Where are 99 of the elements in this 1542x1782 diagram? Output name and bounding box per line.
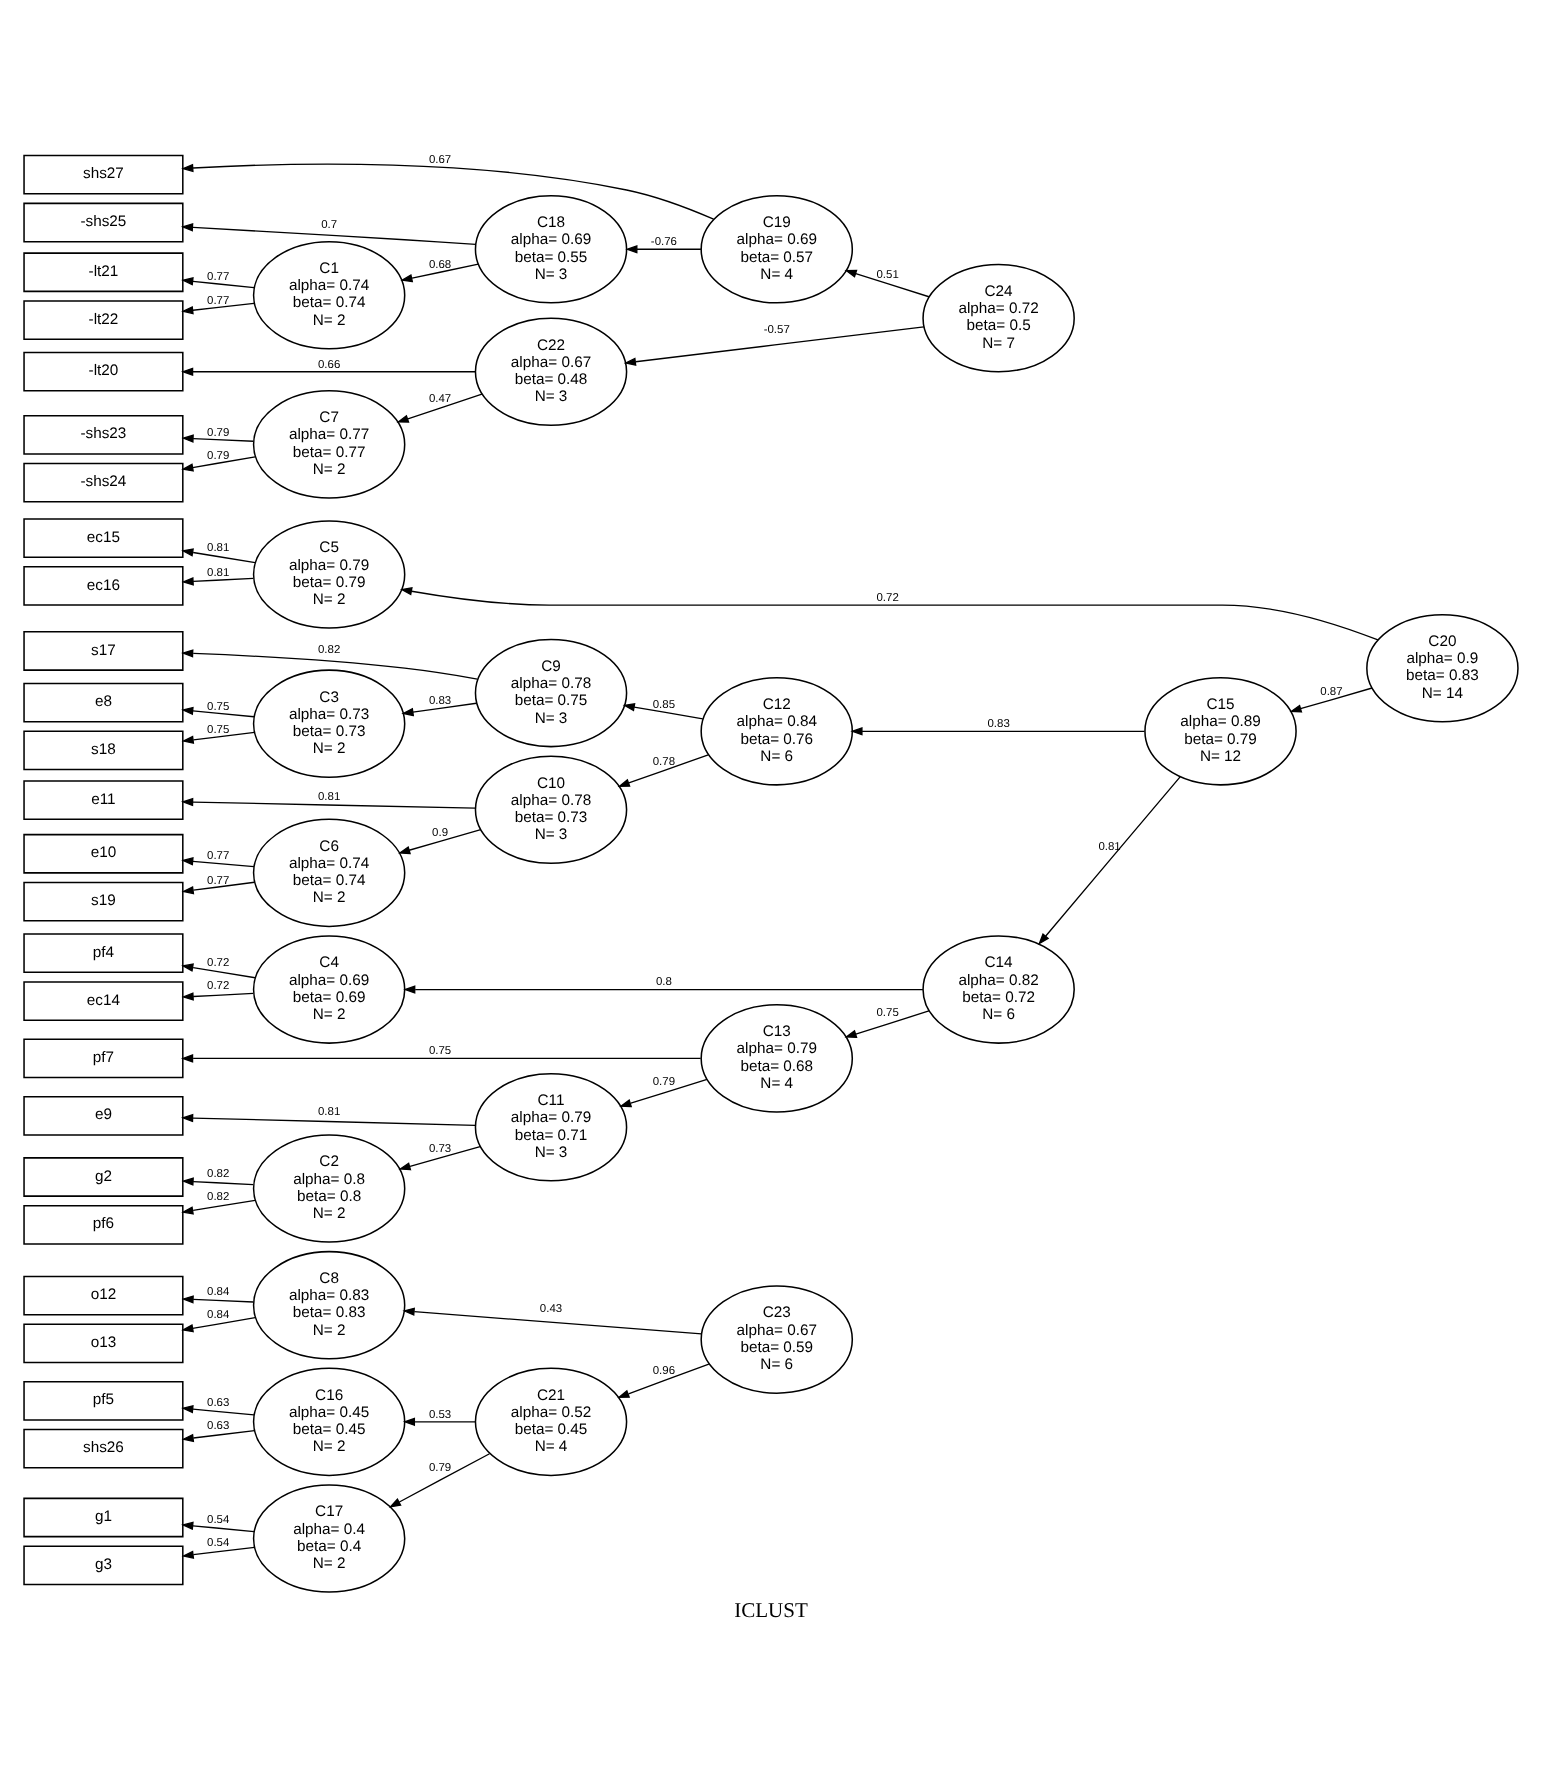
node-box: e9 xyxy=(23,1094,184,1135)
node-ellipse: C5 alpha= 0.79 beta= 0.79 N= 2 xyxy=(252,519,406,628)
arrow xyxy=(181,1198,256,1214)
arrow xyxy=(181,1176,254,1185)
arrow xyxy=(181,301,255,314)
node-box: g3 xyxy=(23,1544,184,1585)
node-ellipse: C11 alpha= 0.79 beta= 0.71 N= 3 xyxy=(474,1071,628,1181)
node-ellipse: C23 alpha= 0.67 beta= 0.59 N= 6 xyxy=(700,1284,854,1393)
node-box: -lt20 xyxy=(23,350,184,391)
node-box: -lt21 xyxy=(23,251,184,292)
node-ellipse: C7 alpha= 0.77 beta= 0.77 N= 2 xyxy=(252,389,406,498)
node-box: pf7 xyxy=(23,1037,184,1078)
node-box: g2 xyxy=(23,1156,184,1196)
node-ellipse: C12 alpha= 0.84 beta= 0.76 N= 6 xyxy=(700,676,854,785)
arrow xyxy=(398,827,482,854)
arrow xyxy=(402,1416,476,1426)
node-box: pf6 xyxy=(23,1203,184,1244)
node-box: o12 xyxy=(23,1274,184,1315)
arrow xyxy=(400,262,479,282)
node-ellipse: C20 alpha= 0.9 beta= 0.83 N= 14 xyxy=(1366,612,1519,722)
node-ellipse: C13 alpha= 0.79 beta= 0.68 N= 4 xyxy=(700,1003,854,1112)
node-box: s17 xyxy=(23,630,184,670)
node-box: -shs24 xyxy=(23,461,184,502)
arrow xyxy=(403,984,924,993)
arrow xyxy=(181,276,255,288)
node-ellipse: C6 alpha= 0.74 beta= 0.74 N= 2 xyxy=(252,817,406,927)
node-box: -shs25 xyxy=(23,201,184,242)
node-ellipse: C24 alpha= 0.72 beta= 0.5 N= 7 xyxy=(922,262,1075,372)
node-box: s18 xyxy=(23,729,184,770)
node-box: e10 xyxy=(23,832,184,873)
arrow xyxy=(181,1428,256,1442)
node-box: g1 xyxy=(23,1496,184,1537)
node-box: pf4 xyxy=(23,932,184,973)
arrow xyxy=(181,547,256,563)
arrow xyxy=(181,1315,256,1332)
node-ellipse: C15 alpha= 0.89 beta= 0.79 N= 12 xyxy=(1144,676,1297,785)
arrow xyxy=(399,586,1379,640)
arrow xyxy=(625,244,702,253)
arrow xyxy=(398,1144,481,1170)
arrow xyxy=(181,455,256,471)
node-box: ec15 xyxy=(23,517,184,558)
arrow xyxy=(180,1053,702,1062)
arrow xyxy=(623,325,925,365)
node-box: shs26 xyxy=(23,1427,184,1468)
node-ellipse: C19 alpha= 0.69 beta= 0.57 N= 4 xyxy=(700,193,854,303)
node-ellipse: C4 alpha= 0.69 beta= 0.69 N= 2 xyxy=(252,934,406,1043)
arrow xyxy=(619,1077,708,1107)
arrow xyxy=(181,730,256,744)
arrow xyxy=(181,796,476,808)
arrow xyxy=(181,962,256,978)
node-box: shs27 xyxy=(23,153,184,194)
diagram-title: ICLUST xyxy=(734,1599,808,1622)
node-ellipse: C18 alpha= 0.69 beta= 0.55 N= 3 xyxy=(474,193,628,303)
arrow xyxy=(181,648,479,679)
node-ellipse: C3 alpha= 0.73 beta= 0.73 N= 2 xyxy=(252,668,406,777)
arrow xyxy=(844,268,930,297)
arrow xyxy=(181,1403,255,1415)
arrow xyxy=(402,1306,703,1334)
arrow xyxy=(388,1452,491,1507)
node-ellipse: C16 alpha= 0.45 beta= 0.45 N= 2 xyxy=(252,1366,406,1476)
node-box: -lt22 xyxy=(23,299,184,339)
node-ellipse: C22 alpha= 0.67 beta= 0.48 N= 3 xyxy=(474,316,628,426)
arrow xyxy=(181,856,255,867)
arrow xyxy=(396,392,483,422)
arrow xyxy=(181,162,715,219)
node-ellipse: C1 alpha= 0.74 beta= 0.74 N= 2 xyxy=(252,239,406,349)
arrow xyxy=(401,701,478,716)
node-ellipse: C14 alpha= 0.82 beta= 0.72 N= 6 xyxy=(922,934,1075,1043)
node-box: s19 xyxy=(23,880,184,921)
node-box: pf5 xyxy=(23,1379,184,1420)
arrow xyxy=(181,880,256,894)
node-ellipse: C2 alpha= 0.8 beta= 0.8 N= 2 xyxy=(252,1133,406,1242)
arrow xyxy=(181,705,255,717)
node-box: e8 xyxy=(23,681,184,722)
arrow xyxy=(180,222,477,244)
arrow xyxy=(622,701,704,719)
arrow xyxy=(181,1545,256,1558)
arrow xyxy=(181,576,254,585)
node-box: -shs23 xyxy=(23,413,184,454)
node-box: e11 xyxy=(23,779,184,820)
node-box: o13 xyxy=(23,1322,184,1363)
arrow xyxy=(850,726,1146,735)
arrow xyxy=(1038,775,1181,945)
arrow xyxy=(181,991,254,1000)
arrow xyxy=(181,1520,255,1532)
node-ellipse: C8 alpha= 0.83 beta= 0.83 N= 2 xyxy=(252,1249,406,1359)
arrow xyxy=(181,1294,254,1303)
arrow xyxy=(1289,686,1373,712)
arrow xyxy=(617,753,709,786)
arrow xyxy=(181,1112,476,1126)
arrow xyxy=(844,1009,930,1038)
node-box: ec16 xyxy=(23,565,184,605)
node-box: ec14 xyxy=(23,980,184,1020)
node-ellipse: C9 alpha= 0.78 beta= 0.75 N= 3 xyxy=(474,637,628,747)
node-ellipse: C10 alpha= 0.78 beta= 0.73 N= 3 xyxy=(474,754,628,864)
arrow xyxy=(181,433,254,442)
node-ellipse: C21 alpha= 0.52 beta= 0.45 N= 4 xyxy=(474,1366,628,1476)
arrow xyxy=(617,1362,710,1398)
arrow xyxy=(181,366,476,375)
